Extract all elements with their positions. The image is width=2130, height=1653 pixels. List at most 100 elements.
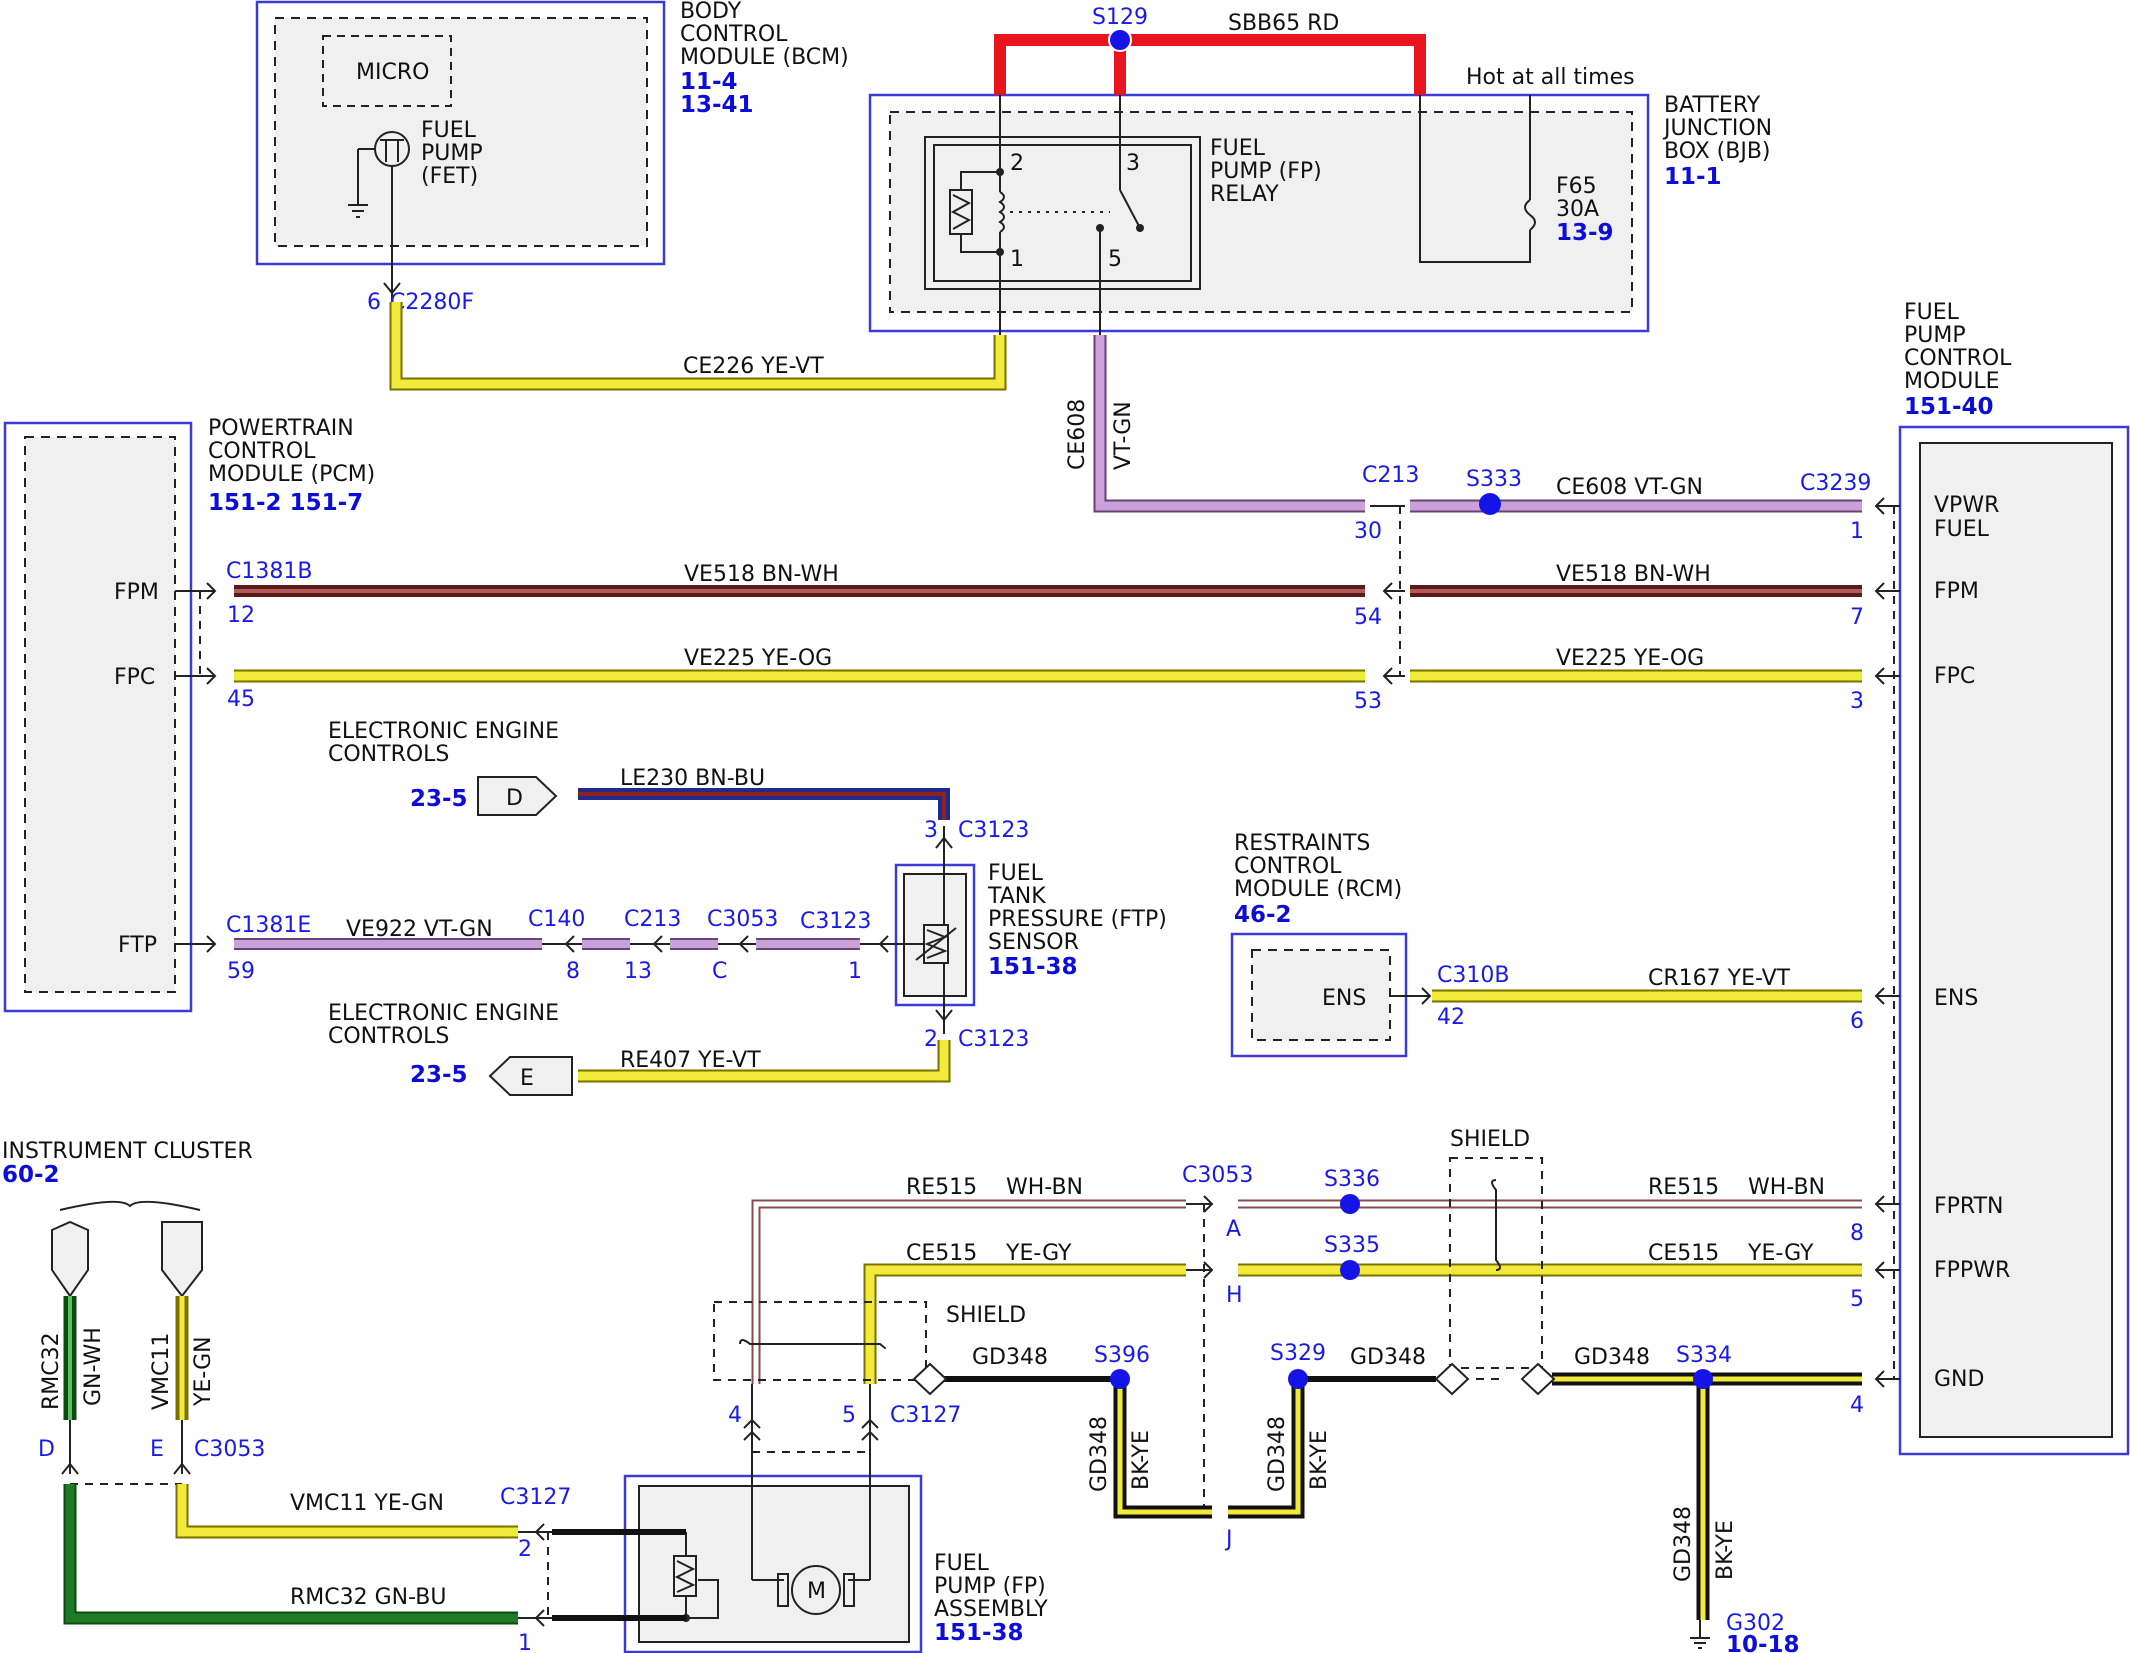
ce515-label-2: YE-GY [1005, 1241, 1072, 1266]
wire-ce515: CE515 YE-GY CE515 YE-GY S335 H 5 [863, 1233, 1864, 1384]
rmc32-vert: RMC32 [39, 1332, 64, 1410]
wire-sbb65: S129 SBB65 RD [994, 5, 1426, 95]
g302-ref-link[interactable]: 10-18 [1726, 1632, 1800, 1653]
fuse-ref-link[interactable]: 13-9 [1556, 220, 1614, 246]
fuse-icon [1524, 199, 1536, 231]
c3127-top-label: C3127 [890, 1403, 961, 1428]
c3127-left-label: C3127 [500, 1485, 571, 1510]
pcm-pin-fpc: FPC [114, 665, 155, 690]
pcm-pin-ftp: FTP [118, 933, 157, 958]
wire-ce608: CE608 VT-GN C213 30 S333 CE608 VT-GN C32… [1065, 335, 1871, 544]
fpcm-pin-fprtn: FPRTN [1934, 1194, 2004, 1219]
c1381e-label: C1381E [226, 913, 311, 938]
fpa-ref-link[interactable]: 151-38 [934, 1620, 1024, 1646]
s329-label: S329 [1270, 1341, 1326, 1366]
eec-e-ref-link[interactable]: 23-5 [410, 1062, 468, 1088]
s335-label: S335 [1324, 1233, 1380, 1258]
connector-arrow-icon [383, 282, 401, 295]
s336-label: S336 [1324, 1167, 1380, 1192]
gd348-label-2: GD348 [1350, 1345, 1426, 1370]
fet-label-3: (FET) [421, 164, 478, 189]
pin-1-fpcm: 1 [1850, 519, 1864, 544]
fpa-title-3: ASSEMBLY [934, 1597, 1048, 1622]
rcm-ref-link[interactable]: 46-2 [1234, 902, 1292, 928]
splice-s335 [1340, 1260, 1360, 1280]
s129-label: S129 [1092, 5, 1148, 30]
c213-top-label: C213 [1362, 463, 1419, 488]
eec-e-title-2: CONTROLS [328, 1024, 449, 1049]
c213-mid-label: C213 [624, 907, 681, 932]
relay-label-2: PUMP (FP) [1210, 159, 1322, 184]
re515-label-4: WH-BN [1748, 1175, 1825, 1200]
c310b-label: C310B [1437, 963, 1509, 988]
bjb-title-2: JUNCTION [1662, 116, 1772, 141]
fuse-label-1: F65 [1556, 174, 1597, 199]
fuse-label-2: 30A [1556, 197, 1599, 222]
shield-right-label: SHIELD [1450, 1127, 1530, 1152]
c3053-ic-label: C3053 [194, 1437, 265, 1462]
fpcm-pin-gnd: GND [1934, 1367, 1984, 1392]
ftp-pin-2: 2 [924, 1027, 938, 1052]
pin-53: 53 [1354, 689, 1382, 714]
fpa-title-1: FUEL [934, 1551, 990, 1576]
hot-at-all-times: Hot at all times [1466, 65, 1635, 90]
bcm-ref-link-2[interactable]: 13-41 [680, 92, 754, 118]
pin-2-c3127: 2 [518, 1537, 532, 1562]
bcm-title-1: BODY [680, 0, 742, 24]
ce515-label-3: CE515 [1648, 1241, 1719, 1266]
wire-ve225: VE225 YE-OG VE225 YE-OG 45 53 3 [227, 646, 1864, 714]
re407-label: RE407 YE-VT [620, 1048, 761, 1073]
shield-right: SHIELD [1449, 1127, 1543, 1369]
pin-j: J [1224, 1527, 1233, 1552]
ftp-title-3: PRESSURE (FTP) [988, 907, 1167, 932]
pcm-ref-link[interactable]: 151-2 151-7 [208, 490, 363, 516]
eec-d-title-1: ELECTRONIC ENGINE [328, 719, 559, 744]
gd348-vert-2: GD348 [1265, 1416, 1290, 1492]
vmc11-vert: VMC11 [149, 1333, 174, 1410]
bkye-vert-3: BK-YE [1713, 1520, 1738, 1580]
re515-label-1: RE515 [906, 1175, 977, 1200]
pin-1-c3127: 1 [518, 1631, 532, 1653]
rcm-module: ENS RESTRAINTS CONTROL MODULE (RCM) 46-2… [1230, 831, 1864, 1058]
splice-s396 [1110, 1369, 1130, 1389]
bcm-ref-link-1[interactable]: 11-4 [680, 69, 738, 95]
relay-label-1: FUEL [1210, 136, 1266, 161]
motor-icon [791, 1565, 841, 1615]
eec-d: ELECTRONIC ENGINE CONTROLS 23-5 D LE230 … [328, 719, 950, 820]
bjb-ref-link[interactable]: 11-1 [1664, 164, 1722, 190]
rcm-title-2: CONTROL [1234, 854, 1342, 879]
rcm-ens-label: ENS [1322, 986, 1366, 1011]
ic-ref-link[interactable]: 60-2 [2, 1162, 60, 1188]
wire-ce226: 6 C2280F CE226 YE-VT [367, 282, 1007, 391]
ve225-label-right: VE225 YE-OG [1556, 646, 1704, 671]
fpa-pin-4: 4 [728, 1403, 742, 1428]
c3123-mid-label: C3123 [800, 909, 871, 934]
eec-e-title-1: ELECTRONIC ENGINE [328, 1001, 559, 1026]
eec-d-letter: D [506, 786, 523, 811]
ftp-title-1: FUEL [988, 861, 1044, 886]
vmc11-label: VMC11 YE-GN [290, 1491, 444, 1516]
relay-pin-2: 2 [1010, 151, 1024, 176]
ic-title: INSTRUMENT CLUSTER [2, 1139, 253, 1164]
fet-label-2: PUMP [421, 141, 483, 166]
c2280f-label: C2280F [390, 290, 474, 315]
motor-label: M [807, 1579, 826, 1604]
fpcm-pin-fuel: FUEL [1934, 517, 1990, 542]
bjb-title-3: BOX (BJB) [1664, 139, 1771, 164]
ftp-ref-link[interactable]: 151-38 [988, 954, 1078, 980]
pcm-title-3: MODULE (PCM) [208, 462, 375, 487]
relay-switch-icon [1119, 189, 1141, 229]
pin-e: E [150, 1437, 164, 1462]
bcm-module: MICRO FUEL PUMP (FET) BODY CONTROL MODUL… [255, 0, 849, 290]
fpcm-ref-link[interactable]: 151-40 [1904, 394, 1994, 420]
bkye-vert-1: BK-YE [1129, 1430, 1154, 1490]
pcm-pin-fpm: FPM [114, 580, 159, 605]
c3053-mid-label: C3053 [707, 907, 778, 932]
fpcm-title-3: CONTROL [1904, 346, 2012, 371]
eec-d-ref-link[interactable]: 23-5 [410, 786, 468, 812]
wire-re515: RE515 WH-BN RE515 WH-BN C3053 S336 A 8 [751, 1163, 1864, 1384]
splice-s129 [1108, 28, 1132, 52]
offpage-connector-d[interactable] [477, 776, 558, 816]
pcm-title-1: POWERTRAIN [208, 416, 354, 441]
offpage-connector-e[interactable] [488, 1056, 573, 1096]
